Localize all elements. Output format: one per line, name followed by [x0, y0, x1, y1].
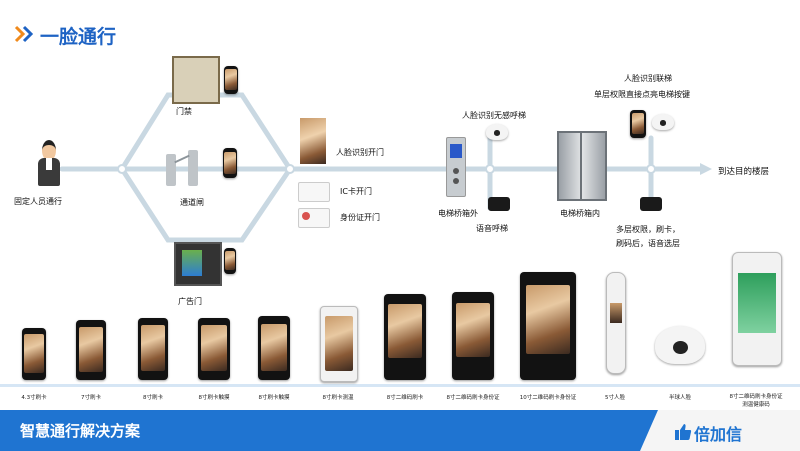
linkage-reader-icon [630, 110, 646, 138]
thumbs-up-icon [675, 424, 692, 440]
elevator-cabin-image [557, 131, 607, 201]
elevator-panel-icon [446, 137, 466, 197]
face-open-label: 人脸识别开门 [336, 148, 384, 157]
gate-label: 通道闸 [180, 198, 204, 207]
product-caption: 5寸人脸 [605, 395, 625, 401]
face-call-label: 人脸识别无感呼梯 [462, 111, 526, 120]
ad-door-reader-icon [224, 248, 236, 274]
voice-call-label: 语音呼梯 [476, 224, 508, 233]
person-icon [36, 140, 62, 188]
product-caption: 测温健康码 [742, 402, 770, 408]
product-caption: 4.3寸刷卡 [21, 395, 47, 401]
product-caption: 8寸刷卡触摸 [198, 395, 230, 401]
brand-logo: 倍加信 [694, 425, 743, 444]
product-caption: 8寸刷卡测温 [322, 395, 354, 401]
product-caption: 8寸二维码刷卡身份证 [446, 395, 500, 401]
multi-floor-label-1: 多层权限，刷卡， [616, 225, 680, 234]
product-caption: 半球人脸 [668, 395, 691, 401]
product-caption: 8寸刷卡触摸 [258, 395, 290, 401]
double-chevron-icon [14, 25, 34, 43]
single-floor-label: 单层权限直接点亮电梯按键 [594, 90, 690, 99]
product-8-face-reader [138, 318, 168, 380]
ad-door-image [174, 242, 222, 286]
gate-reader-icon [223, 148, 237, 178]
id-card-icon [298, 208, 330, 228]
multi-floor-label-2: 刷码后，语音选层 [616, 239, 680, 248]
product-7-face-reader [76, 320, 106, 380]
product-8-health-code-terminal [732, 252, 782, 366]
ad-door-label: 广告门 [178, 297, 202, 306]
product-10-qr-id-reader [520, 272, 576, 380]
product-8-temp-reader [320, 306, 358, 382]
product-caption: 8寸二维码刷卡身份证 [729, 394, 783, 400]
ic-card-icon [298, 182, 330, 202]
id-open-label: 身份证开门 [340, 213, 380, 222]
destination-label: 到达目的楼层 [718, 167, 770, 177]
gate-image [166, 150, 218, 188]
linkage-pad-icon [640, 197, 662, 211]
product-43-face-reader [22, 328, 46, 380]
door-reader-icon [224, 66, 238, 94]
page-title: 一脸通行 [40, 26, 117, 48]
footer-bar [0, 410, 800, 451]
product-8-touch-reader-a [198, 318, 230, 380]
door-label: 门禁 [176, 107, 192, 116]
elevator-outside-label: 电梯桥箱外 [438, 209, 478, 218]
product-caption: 7寸刷卡 [81, 395, 101, 401]
product-caption: 10寸二维码刷卡身份证 [519, 395, 577, 401]
footer-slogan: 智慧通行解决方案 [20, 422, 141, 440]
product-5-face-pillar [606, 272, 626, 374]
ic-open-label: IC卡开门 [340, 187, 372, 196]
product-caption: 8寸刷卡 [143, 395, 163, 401]
product-caption: 8寸二维码刷卡 [386, 395, 424, 401]
product-8-touch-reader-b [258, 316, 290, 380]
face-linkage-label: 人脸识别联梯 [624, 74, 672, 83]
dome-camera-icon [486, 124, 508, 140]
door-image [172, 56, 220, 104]
linkage-dome-camera-icon [652, 114, 674, 130]
voice-call-pad-icon [488, 197, 510, 211]
face-photo [300, 118, 326, 164]
product-8-qr-reader [384, 294, 426, 380]
product-shelf [0, 384, 800, 387]
product-8-qr-id-reader [452, 292, 494, 380]
elevator-inside-label: 电梯桥箱内 [560, 209, 600, 218]
start-label: 固定人员通行 [14, 197, 62, 206]
product-dome-camera [655, 326, 705, 364]
